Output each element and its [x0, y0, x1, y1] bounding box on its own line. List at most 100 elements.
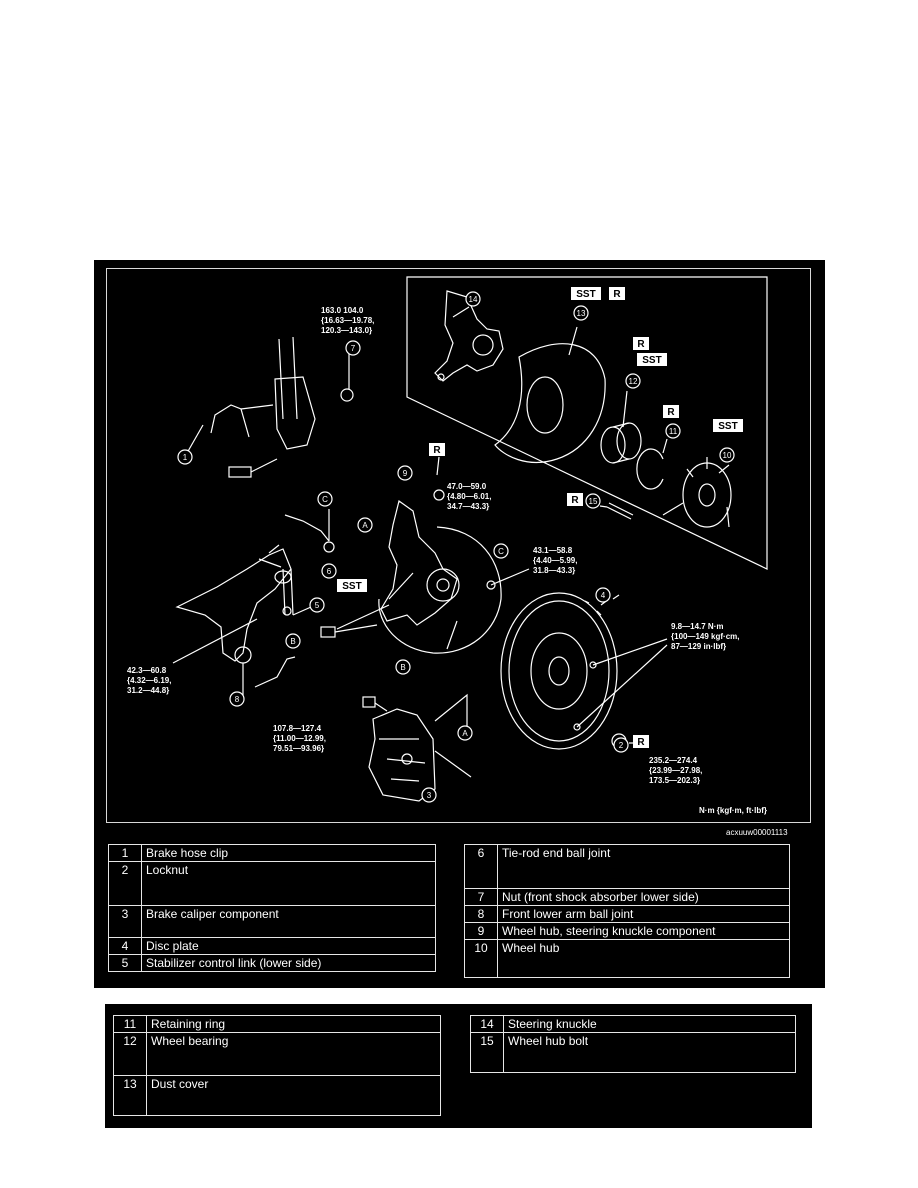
callout-1 — [177, 449, 193, 465]
part-number: 4 — [108, 937, 142, 955]
tag-label: B — [290, 637, 295, 646]
r-tag: R — [433, 445, 441, 456]
callout-label: 9 — [403, 469, 408, 478]
callout-6 — [321, 563, 337, 579]
torque-line: 47.0—59.0 — [447, 482, 487, 491]
part-name: Front lower arm ball joint — [497, 905, 790, 923]
part-number: 5 — [108, 954, 142, 972]
torque-line: {4.40—5.99, — [533, 556, 577, 565]
callout-label: 12 — [629, 377, 638, 386]
part-number: 7 — [464, 888, 498, 906]
torque-line: 163.0 104.0 — [321, 306, 364, 315]
boxed-tags: SST R R SST R SST R R SST R — [337, 287, 743, 748]
torque-line: 87—129 in·lbf} — [671, 642, 726, 651]
part-name: Locknut — [141, 861, 436, 906]
callout-7 — [345, 340, 361, 356]
callout-13 — [573, 305, 589, 321]
brake-hose — [210, 404, 250, 438]
disc-plate — [500, 592, 618, 750]
callout-labels: 1 2 3 4 5 6 7 8 9 10 11 12 13 14 15 C C … — [183, 295, 732, 800]
tag-label: A — [362, 521, 368, 530]
image-code: acxuuw00001113 — [726, 828, 788, 837]
part-name: Steering knuckle — [503, 1015, 796, 1033]
part-name: Nut (front shock absorber lower side) — [497, 888, 790, 906]
callout-15 — [585, 493, 601, 509]
sst-tag: SST — [576, 289, 595, 300]
tag-label: A — [462, 729, 468, 738]
tag-label: C — [322, 495, 328, 504]
part-name: Wheel hub bolt — [503, 1032, 796, 1073]
diagram-frame: 1 2 3 4 5 6 7 8 9 10 11 12 13 14 15 C C … — [106, 268, 811, 823]
front-hub-exploded-diagram: 1 2 3 4 5 6 7 8 9 10 11 12 13 14 15 C C … — [127, 276, 768, 815]
torque-line: 9.8—14.7 N·m — [671, 622, 723, 631]
callout-10 — [719, 447, 735, 463]
torque-units: N·m {kgf·m, ft·lbf} — [699, 806, 767, 815]
part-number: 14 — [470, 1015, 504, 1033]
callout-9 — [397, 465, 413, 481]
part-name: Wheel hub, steering knuckle component — [497, 922, 790, 940]
callout-label: 10 — [723, 451, 732, 460]
knuckle-assembly — [380, 499, 458, 626]
callout-label: 4 — [601, 591, 606, 600]
tag-c-upper — [317, 491, 333, 507]
part-name: Wheel hub — [497, 939, 790, 978]
torque-line: 43.1—58.8 — [533, 546, 573, 555]
sst-tag: SST — [718, 421, 737, 432]
part-number: 1 — [108, 844, 142, 862]
tag-b-left — [285, 633, 301, 649]
tag-a-upper — [357, 517, 373, 533]
callout-label: 14 — [469, 295, 478, 304]
r-tag: R — [613, 289, 621, 300]
r-tag: R — [571, 495, 579, 506]
part-number: 9 — [464, 922, 498, 940]
part-name: Disc plate — [141, 937, 436, 955]
callout-label: 2 — [619, 741, 624, 750]
r-tag: R — [637, 737, 645, 748]
torque-line: {11.00—12.99, — [273, 734, 326, 743]
callout-3 — [421, 787, 437, 803]
callout-label: 5 — [315, 601, 320, 610]
callout-12 — [625, 373, 641, 389]
part-number: 15 — [470, 1032, 504, 1073]
callout-label: 3 — [427, 791, 432, 800]
callout-14 — [465, 291, 481, 307]
callout-label: 13 — [577, 309, 586, 318]
brake-caliper — [368, 708, 436, 802]
tag-label: C — [498, 547, 504, 556]
torque-line: {16.63—19.78, — [321, 316, 374, 325]
dust-cover — [494, 343, 606, 464]
tag-c-right — [493, 543, 509, 559]
retaining-ring — [636, 448, 664, 490]
exploded-view-panel: 1 2 3 4 5 6 7 8 9 10 11 12 13 14 15 C C … — [94, 260, 825, 988]
lower-arm — [175, 548, 292, 662]
tag-b-lower — [395, 659, 411, 675]
r-tag: R — [637, 339, 645, 350]
callout-label: 6 — [327, 567, 332, 576]
part-name: Brake hose clip — [141, 844, 436, 862]
torque-line: 79.51—93.96} — [273, 744, 324, 753]
callout-4 — [595, 587, 611, 603]
part-name: Dust cover — [146, 1075, 441, 1116]
callout-label: 8 — [235, 695, 240, 704]
part-name: Tie-rod end ball joint — [497, 844, 790, 889]
torque-line: {4.80—6.01, — [447, 492, 491, 501]
torque-line: 235.2—274.4 — [649, 756, 698, 765]
callout-5 — [309, 597, 325, 613]
callout-label: 11 — [669, 427, 678, 436]
part-name: Retaining ring — [146, 1015, 441, 1033]
